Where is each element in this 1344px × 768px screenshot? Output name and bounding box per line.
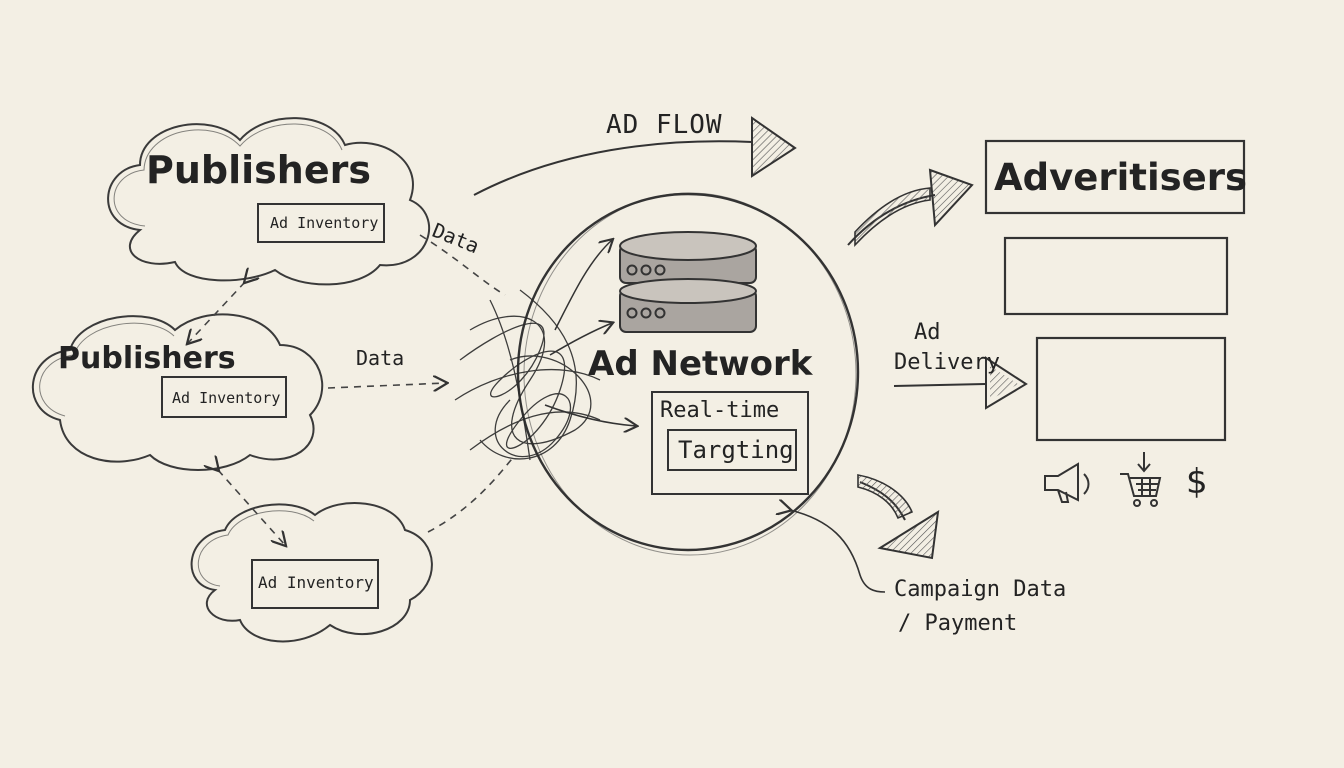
targeting-box [667,429,797,471]
ad-inventory-label-3: Ad Inventory [258,573,374,592]
advertisers-title: Adveritisers [994,156,1248,199]
publisher-links [188,234,516,545]
publishers-title-1: Publishers [146,148,371,192]
ad-network-title: Ad Network [588,344,813,384]
campaign-line1: Campaign Data [894,577,1067,602]
publisher-cloud-2 [32,313,324,471]
advertiser-arrow [847,168,974,248]
data-scribble [454,289,601,461]
megaphone-icon [1044,462,1090,503]
ad-delivery-arrow [893,356,1028,410]
network-arrows [544,240,636,426]
ad-delivery-line1: Ad [914,320,941,345]
shopping-cart-icon [1120,452,1162,507]
ad-placeholder-2 [1035,336,1227,442]
ad-flow-arrow [473,116,797,196]
ad-inventory-box-1 [257,203,385,243]
data-label-2: Data [356,346,405,370]
dollar-icon: $ [1186,462,1208,502]
real-time-box [651,391,809,495]
campaign-arrows [790,474,940,593]
advertisers-box [984,139,1246,215]
targeting-label: Targting [678,436,794,464]
database-server-icon [619,231,757,333]
ad-inventory-label-1: Ad Inventory [270,214,379,232]
ad-flow-label: AD FLOW [606,110,723,140]
ad-inventory-box-2 [161,376,287,418]
ad-inventory-label-2: Ad Inventory [172,389,281,407]
ad-network-circle [516,192,860,556]
ad-placeholder-1 [1003,236,1229,316]
publishers-title-2: Publishers [58,341,236,376]
publisher-cloud-1 [107,117,431,286]
ad-delivery-line2: Delivery [894,350,1000,375]
ad-inventory-box-3 [251,559,379,609]
campaign-line2: / Payment [898,611,1018,636]
real-time-label: Real-time [660,398,780,423]
